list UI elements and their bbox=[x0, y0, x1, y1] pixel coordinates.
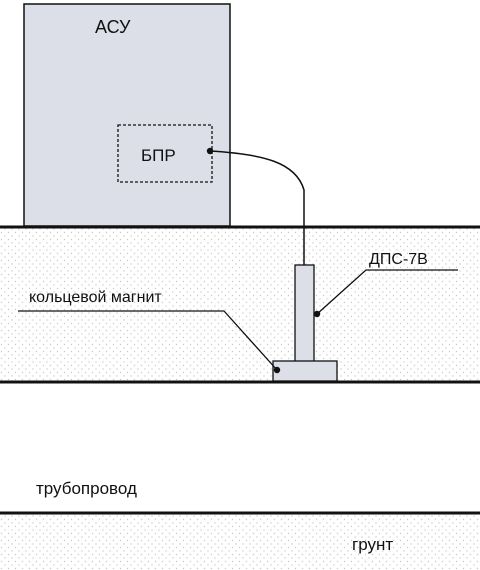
ring-magnet bbox=[272, 360, 338, 382]
soil-upper-layer bbox=[0, 228, 480, 382]
pipeline-label: трубопровод bbox=[36, 479, 137, 498]
asu-label: АСУ bbox=[95, 17, 131, 37]
cable-connection-dot bbox=[206, 147, 214, 155]
magnet-label: кольцевой магнит bbox=[29, 289, 162, 306]
dps-label: ДПС-7В bbox=[369, 251, 428, 268]
soil-lower-layer bbox=[0, 514, 480, 570]
bpr-block bbox=[117, 124, 213, 183]
signal-cable bbox=[209, 150, 305, 265]
magnet-leader-line bbox=[18, 310, 278, 371]
dps-sensor-body bbox=[294, 264, 315, 363]
dps-leader-line bbox=[316, 269, 458, 315]
ground-label: грунт bbox=[352, 535, 393, 554]
asu-cabinet bbox=[23, 3, 231, 227]
bpr-label: БПР bbox=[141, 146, 176, 165]
